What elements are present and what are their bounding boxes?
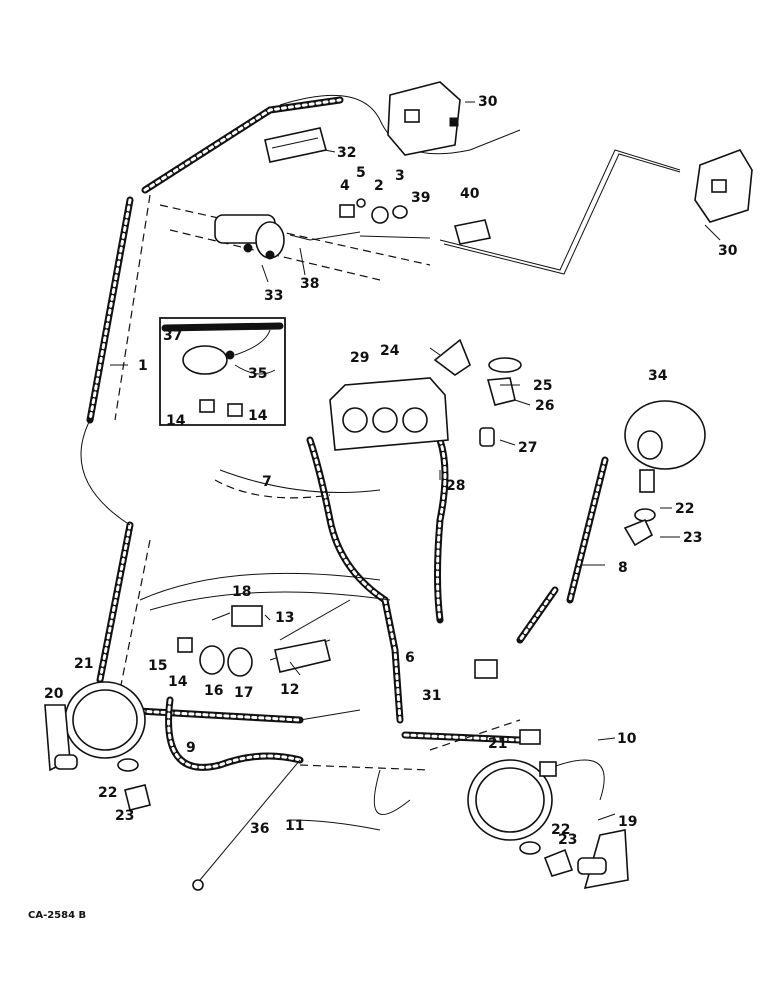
callout-27: 27: [518, 440, 537, 456]
leader-lines: [110, 101, 721, 821]
callout-3: 3: [395, 168, 405, 184]
callout-16: 16: [204, 683, 223, 699]
parts-24-27: [433, 338, 522, 447]
callout-23-left: 23: [115, 808, 134, 824]
callout-14c: 14: [168, 674, 188, 690]
callout-22-right: 22: [551, 822, 570, 838]
callout-37: 37: [163, 328, 182, 344]
cables: [165, 696, 605, 891]
rear-light-top: [387, 81, 461, 156]
flasher-33: [214, 214, 361, 260]
callout-4: 4: [340, 178, 350, 194]
rear-light-wiring: [279, 94, 681, 275]
callout-10: 10: [617, 731, 637, 747]
callout-22-left: 22: [98, 785, 117, 801]
callout-22-lamp34: 22: [675, 501, 694, 517]
callout-14b: 14: [248, 408, 268, 424]
callout-6: 6: [405, 650, 415, 666]
callout-23-lamp34: 23: [683, 530, 702, 546]
callout-12: 12: [280, 682, 299, 698]
callout-30-right: 30: [718, 243, 738, 259]
callout-32: 32: [337, 145, 356, 161]
callout-23-right: 23: [558, 832, 577, 848]
callout-36: 36: [250, 821, 269, 837]
callout-5: 5: [356, 165, 366, 181]
callout-14a: 14: [166, 413, 186, 429]
callout-29: 29: [350, 350, 369, 366]
callout-39: 39: [411, 190, 430, 206]
callout-40: 40: [460, 186, 480, 202]
lamp-21-left: [44, 681, 151, 811]
rear-light-right: [694, 149, 753, 223]
connectors-13-17: [177, 605, 331, 677]
callout-7: 7: [262, 474, 272, 490]
callout-2: 2: [374, 178, 384, 194]
callout-20: 20: [44, 686, 64, 702]
inset-box: [159, 317, 286, 426]
callout-8: 8: [618, 560, 628, 576]
callout-15: 15: [148, 658, 167, 674]
callout-35: 35: [248, 366, 267, 382]
callout-33: 33: [264, 288, 283, 304]
instrument-panel-29: [329, 377, 449, 451]
callout-21-left: 21: [74, 656, 93, 672]
callout-28: 28: [446, 478, 465, 494]
callout-30-top: 30: [478, 94, 498, 110]
callout-19: 19: [618, 814, 637, 830]
callout-38: 38: [300, 276, 319, 292]
callout-9: 9: [186, 740, 196, 756]
callout-1: 1: [138, 358, 148, 374]
callout-18: 18: [232, 584, 251, 600]
callout-25: 25: [533, 378, 552, 394]
central-harness: [116, 436, 449, 724]
callout-34: 34: [648, 368, 668, 384]
callout-13: 13: [275, 610, 294, 626]
callout-26: 26: [535, 398, 554, 414]
work-light-32: [264, 127, 327, 163]
harness-8: [474, 456, 609, 679]
callout-21-right: 21: [488, 736, 507, 752]
callout-labels: 1 2 3 4 5 6 7 8 9 10 11 12 13 14 14 14 1…: [44, 94, 738, 848]
callout-11: 11: [285, 818, 304, 834]
callout-31: 31: [422, 688, 441, 704]
drawing-code: CA-2584 B: [28, 910, 86, 921]
callout-24: 24: [380, 343, 400, 359]
callout-17: 17: [234, 685, 253, 701]
lamp-34: [623, 400, 706, 547]
switch-parts: [339, 198, 492, 245]
lamp-21-right: [467, 759, 629, 890]
